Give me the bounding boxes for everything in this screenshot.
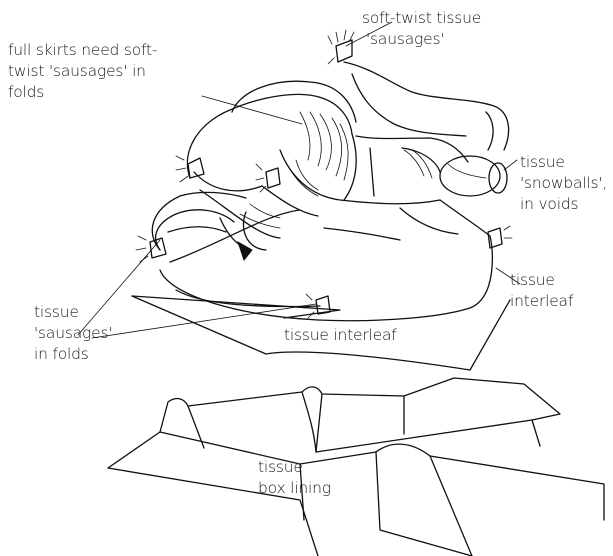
leader-full-skirts [202,96,302,124]
label-box-lining: tissue box lining [258,457,331,499]
knot-mid [256,164,280,192]
label-snowballs: tissue 'snowballs', in voids [520,152,607,215]
box-lining-drawing [108,378,604,556]
folded-garment-drawing [152,62,508,321]
leader-snowballs [504,160,517,170]
sausage-knots [136,30,512,318]
knot-left-lower [136,236,166,262]
label-soft-twist-sausages: soft-twist tissue 'sausages' [362,8,481,50]
label-full-skirts: full skirts need soft- twist 'sausages' … [8,40,157,103]
label-interleaf-bottom: tissue interleaf [284,325,397,346]
label-interleaf-right: tissue interleaf [510,270,573,312]
leader-sausages-2 [92,304,316,338]
knot-top [328,30,354,64]
label-sausages-in-folds: tissue 'sausages' in folds [34,302,112,365]
